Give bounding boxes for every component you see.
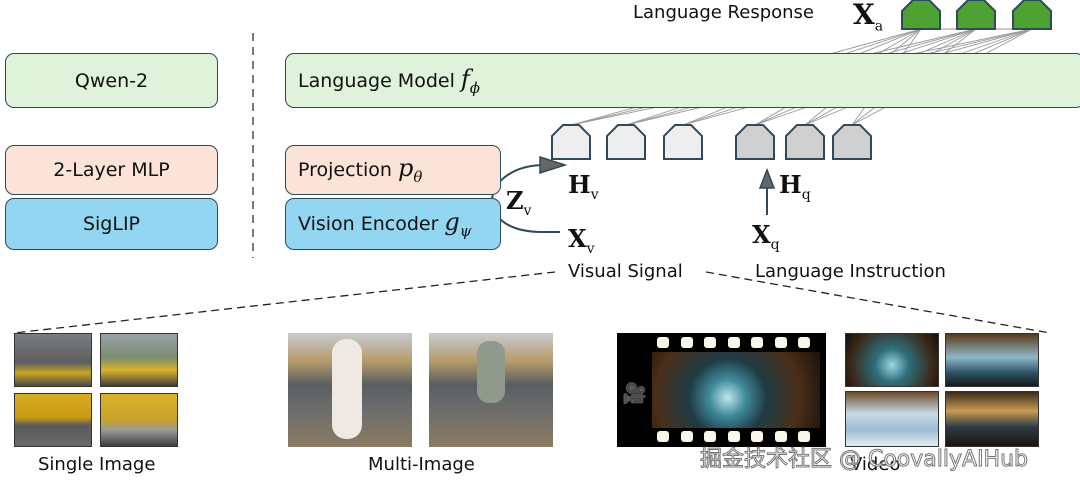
legend-llm-label: Qwen-2 xyxy=(74,69,149,92)
film-hole xyxy=(680,337,693,348)
film-holes-bottom xyxy=(657,431,822,443)
xq-symbol: Xq xyxy=(752,220,780,253)
visual-signal-label: Visual Signal xyxy=(568,261,683,282)
video-frame-wave xyxy=(652,352,820,428)
film-hole xyxy=(751,337,763,348)
xa-symbol: Xa xyxy=(853,0,884,35)
language-model-box: Language Model fϕ xyxy=(285,53,1080,108)
film-hole xyxy=(704,431,716,442)
multi-image-monkey xyxy=(429,333,553,447)
film-hole xyxy=(680,431,693,442)
film-hole xyxy=(657,337,669,348)
film-hole xyxy=(727,431,740,442)
hv-arrowhead xyxy=(539,155,568,175)
xv-symbol: Xv xyxy=(568,224,595,257)
watermark: 掘金技术社区 @ CoovallyAIHub xyxy=(699,447,1029,473)
video-frame-4 xyxy=(945,391,1039,447)
visual-token xyxy=(663,124,703,160)
legend-vision-box: SigLIP xyxy=(5,198,218,250)
film-hole xyxy=(774,431,787,442)
instruction-token xyxy=(832,124,872,160)
legend-projector-box: 2-Layer MLP xyxy=(5,145,218,195)
video-camera-icon: 🎥 xyxy=(622,381,647,405)
projection-box: Projection pθ xyxy=(285,145,501,195)
instruction-token xyxy=(735,124,775,160)
film-hole xyxy=(751,431,763,442)
film-hole xyxy=(774,337,787,348)
language-model-symbol: fϕ xyxy=(460,64,480,97)
response-token xyxy=(1012,0,1052,30)
single-image-crop-1 xyxy=(14,333,92,387)
film-hole xyxy=(657,431,669,442)
film-holes-top xyxy=(657,337,822,349)
legend-vision-label: SigLIP xyxy=(82,213,141,235)
film-hole xyxy=(727,337,740,348)
video-label: Video xyxy=(850,454,901,475)
film-hole xyxy=(704,337,716,348)
single-image-label: Single Image xyxy=(38,454,156,475)
multi-image-label: Multi-Image xyxy=(368,454,475,475)
response-token xyxy=(956,0,996,30)
film-hole xyxy=(798,431,810,442)
response-token xyxy=(901,0,941,30)
vision-encoder-box: Vision Encoder gψ xyxy=(285,198,501,250)
visual-token xyxy=(551,124,591,160)
single-image-crop-4 xyxy=(100,393,178,447)
hq-symbol: Hq xyxy=(779,170,811,203)
video-frame-1 xyxy=(845,333,939,387)
language-instruction-label: Language Instruction xyxy=(755,261,946,282)
multi-image-dog xyxy=(288,333,412,447)
visual-token xyxy=(606,124,646,160)
vision-encoder-symbol: gψ xyxy=(444,208,472,240)
projection-label: Projection xyxy=(298,159,392,181)
film-hole xyxy=(798,337,810,348)
zv-symbol: Zv xyxy=(506,186,532,219)
expansion-line-right xyxy=(705,271,1051,334)
projection-symbol: pθ xyxy=(397,154,423,186)
vision-encoder-label: Vision Encoder xyxy=(298,213,439,235)
single-image-crop-2 xyxy=(100,333,178,387)
dog-figure xyxy=(332,339,362,439)
single-image-crop-3 xyxy=(14,393,92,447)
video-frame-3 xyxy=(845,391,939,447)
monkey-figure xyxy=(477,341,505,403)
hv-symbol: Hv xyxy=(568,170,599,203)
instruction-token xyxy=(785,124,825,160)
hq-arrowhead xyxy=(758,167,776,189)
video-frame-2 xyxy=(945,333,1039,387)
language-response-label: Language Response xyxy=(633,2,815,23)
video-film-strip: 🎥 xyxy=(617,333,826,447)
language-model-label: Language Model xyxy=(298,69,455,92)
legend-llm-box: Qwen-2 xyxy=(5,53,218,108)
legend-projector-label: 2-Layer MLP xyxy=(53,159,170,181)
expansion-line-left xyxy=(13,271,556,334)
